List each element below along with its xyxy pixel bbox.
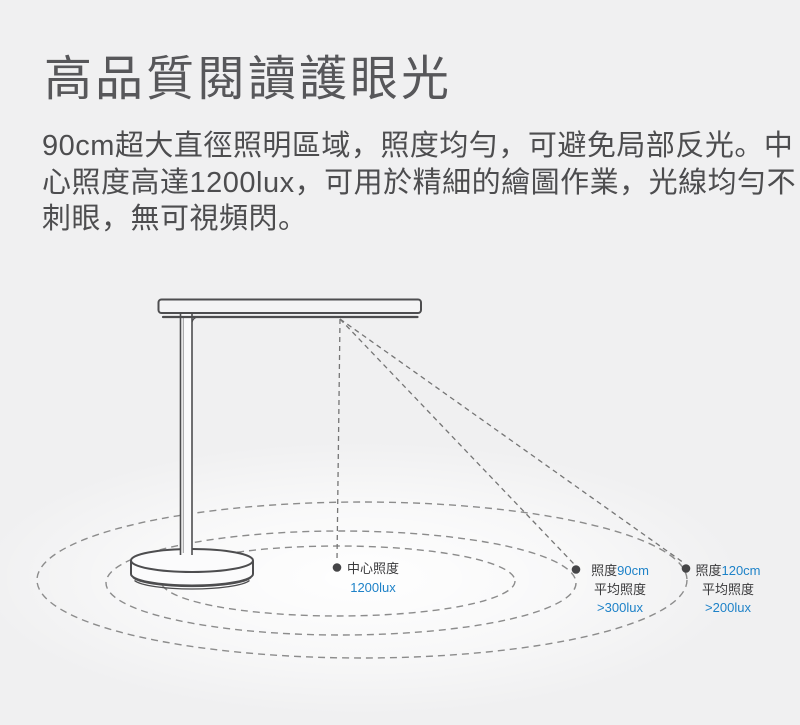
description-line: 刺眼，無可視頻閃。 (42, 203, 308, 235)
page-title: 高品質閱讀護眼光 (44, 53, 453, 106)
illuminance-90cm-title: 照度90cm (591, 563, 649, 578)
center-illuminance-title: 中心照度 (346, 561, 399, 576)
illuminance-90cm-value: >300lux (597, 600, 643, 615)
light-ray-120cm (339, 318, 685, 564)
lamp-base-rim (132, 577, 252, 588)
center-illuminance-value: 1200lux (350, 579, 396, 595)
lamp-head (157, 298, 422, 319)
lamp-pole (179, 313, 198, 555)
illumination-ring-inner (160, 545, 516, 617)
light-ray-center (336, 318, 341, 561)
illuminance-120cm-title: 照度120cm (695, 563, 761, 578)
illumination-ring-outer (36, 501, 688, 659)
lamp-base-rim (134, 579, 250, 590)
description-paragraph: 90cm超大直徑照明區域，照度均勻，可避免局部反光。中 心照度高達1200lux… (42, 128, 797, 238)
illuminance-90cm-label: 照度90cm 平均照度 >300lux (577, 562, 663, 618)
illumination-ring-middle (105, 530, 577, 636)
illuminance-120cm-label: 照度120cm 平均照度 >200lux (686, 562, 770, 618)
center-illuminance-label: 中心照度 1200lux (345, 560, 401, 597)
illuminance-120cm-average: 平均照度 (701, 581, 754, 597)
description-line: 心照度高達1200lux，可用於精細的繪圖作業，光線均勻不 (42, 166, 797, 199)
light-ray-90cm (339, 318, 575, 565)
description-line: 90cm超大直徑照明區域，照度均勻，可避免局部反光。中 (42, 130, 794, 162)
illuminance-90cm-average: 平均照度 (593, 581, 646, 597)
dot-120cm (681, 564, 691, 573)
illuminance-120cm-value: >200lux (705, 600, 751, 615)
dot-90cm (571, 565, 581, 574)
center-illuminance-dot (332, 563, 342, 572)
